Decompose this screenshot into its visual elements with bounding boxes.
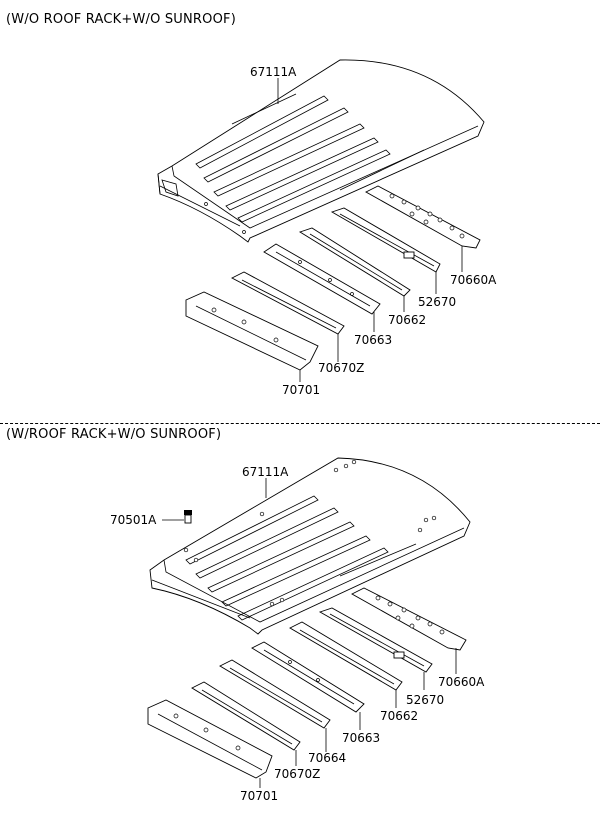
roof-bow-70660a-bottom	[351, 587, 467, 651]
section-title-top: (W/O ROOF RACK+W/O SUNROOF)	[6, 12, 236, 27]
roof-panel-top	[157, 59, 485, 243]
roof-bow-70660a-top	[365, 185, 481, 249]
label-70501a-bottom: 70501A	[110, 513, 157, 527]
label-70664-bottom: 70664	[308, 751, 346, 765]
label-70662-top: 70662	[388, 313, 426, 327]
label-70660a-bottom: 70660A	[438, 675, 485, 689]
label-70660a-top: 70660A	[450, 273, 497, 287]
label-70701-bottom: 70701	[240, 789, 278, 803]
label-67111a-bottom: 67111A	[242, 465, 289, 479]
section-title-bottom: (W/ROOF RACK+W/O SUNROOF)	[6, 427, 222, 442]
label-70663-bottom: 70663	[342, 731, 380, 745]
label-70662-bottom: 70662	[380, 709, 418, 723]
nut-70501a	[184, 510, 192, 524]
section-divider	[0, 423, 600, 424]
label-67111a-top: 67111A	[250, 65, 297, 79]
label-70670z-bottom: 70670Z	[274, 767, 320, 781]
label-70663-top: 70663	[354, 333, 392, 347]
roof-rear-rail-70701-top	[185, 291, 319, 371]
roof-rear-rail-70701-bottom	[147, 699, 273, 779]
label-70670z-top: 70670Z	[318, 361, 364, 375]
roof-panel-bottom	[149, 457, 471, 635]
top-assembly: 67111A 70660A 52670 70662 70663 70670Z 7…	[157, 59, 497, 397]
label-70701-top: 70701	[282, 383, 320, 397]
label-52670-bottom: 52670	[406, 693, 444, 707]
label-52670-top: 52670	[418, 295, 456, 309]
roof-bow-70670z-top	[231, 271, 345, 335]
bottom-assembly: 67111A 70501A 70660A 52670 70662 70663 7…	[110, 457, 485, 803]
